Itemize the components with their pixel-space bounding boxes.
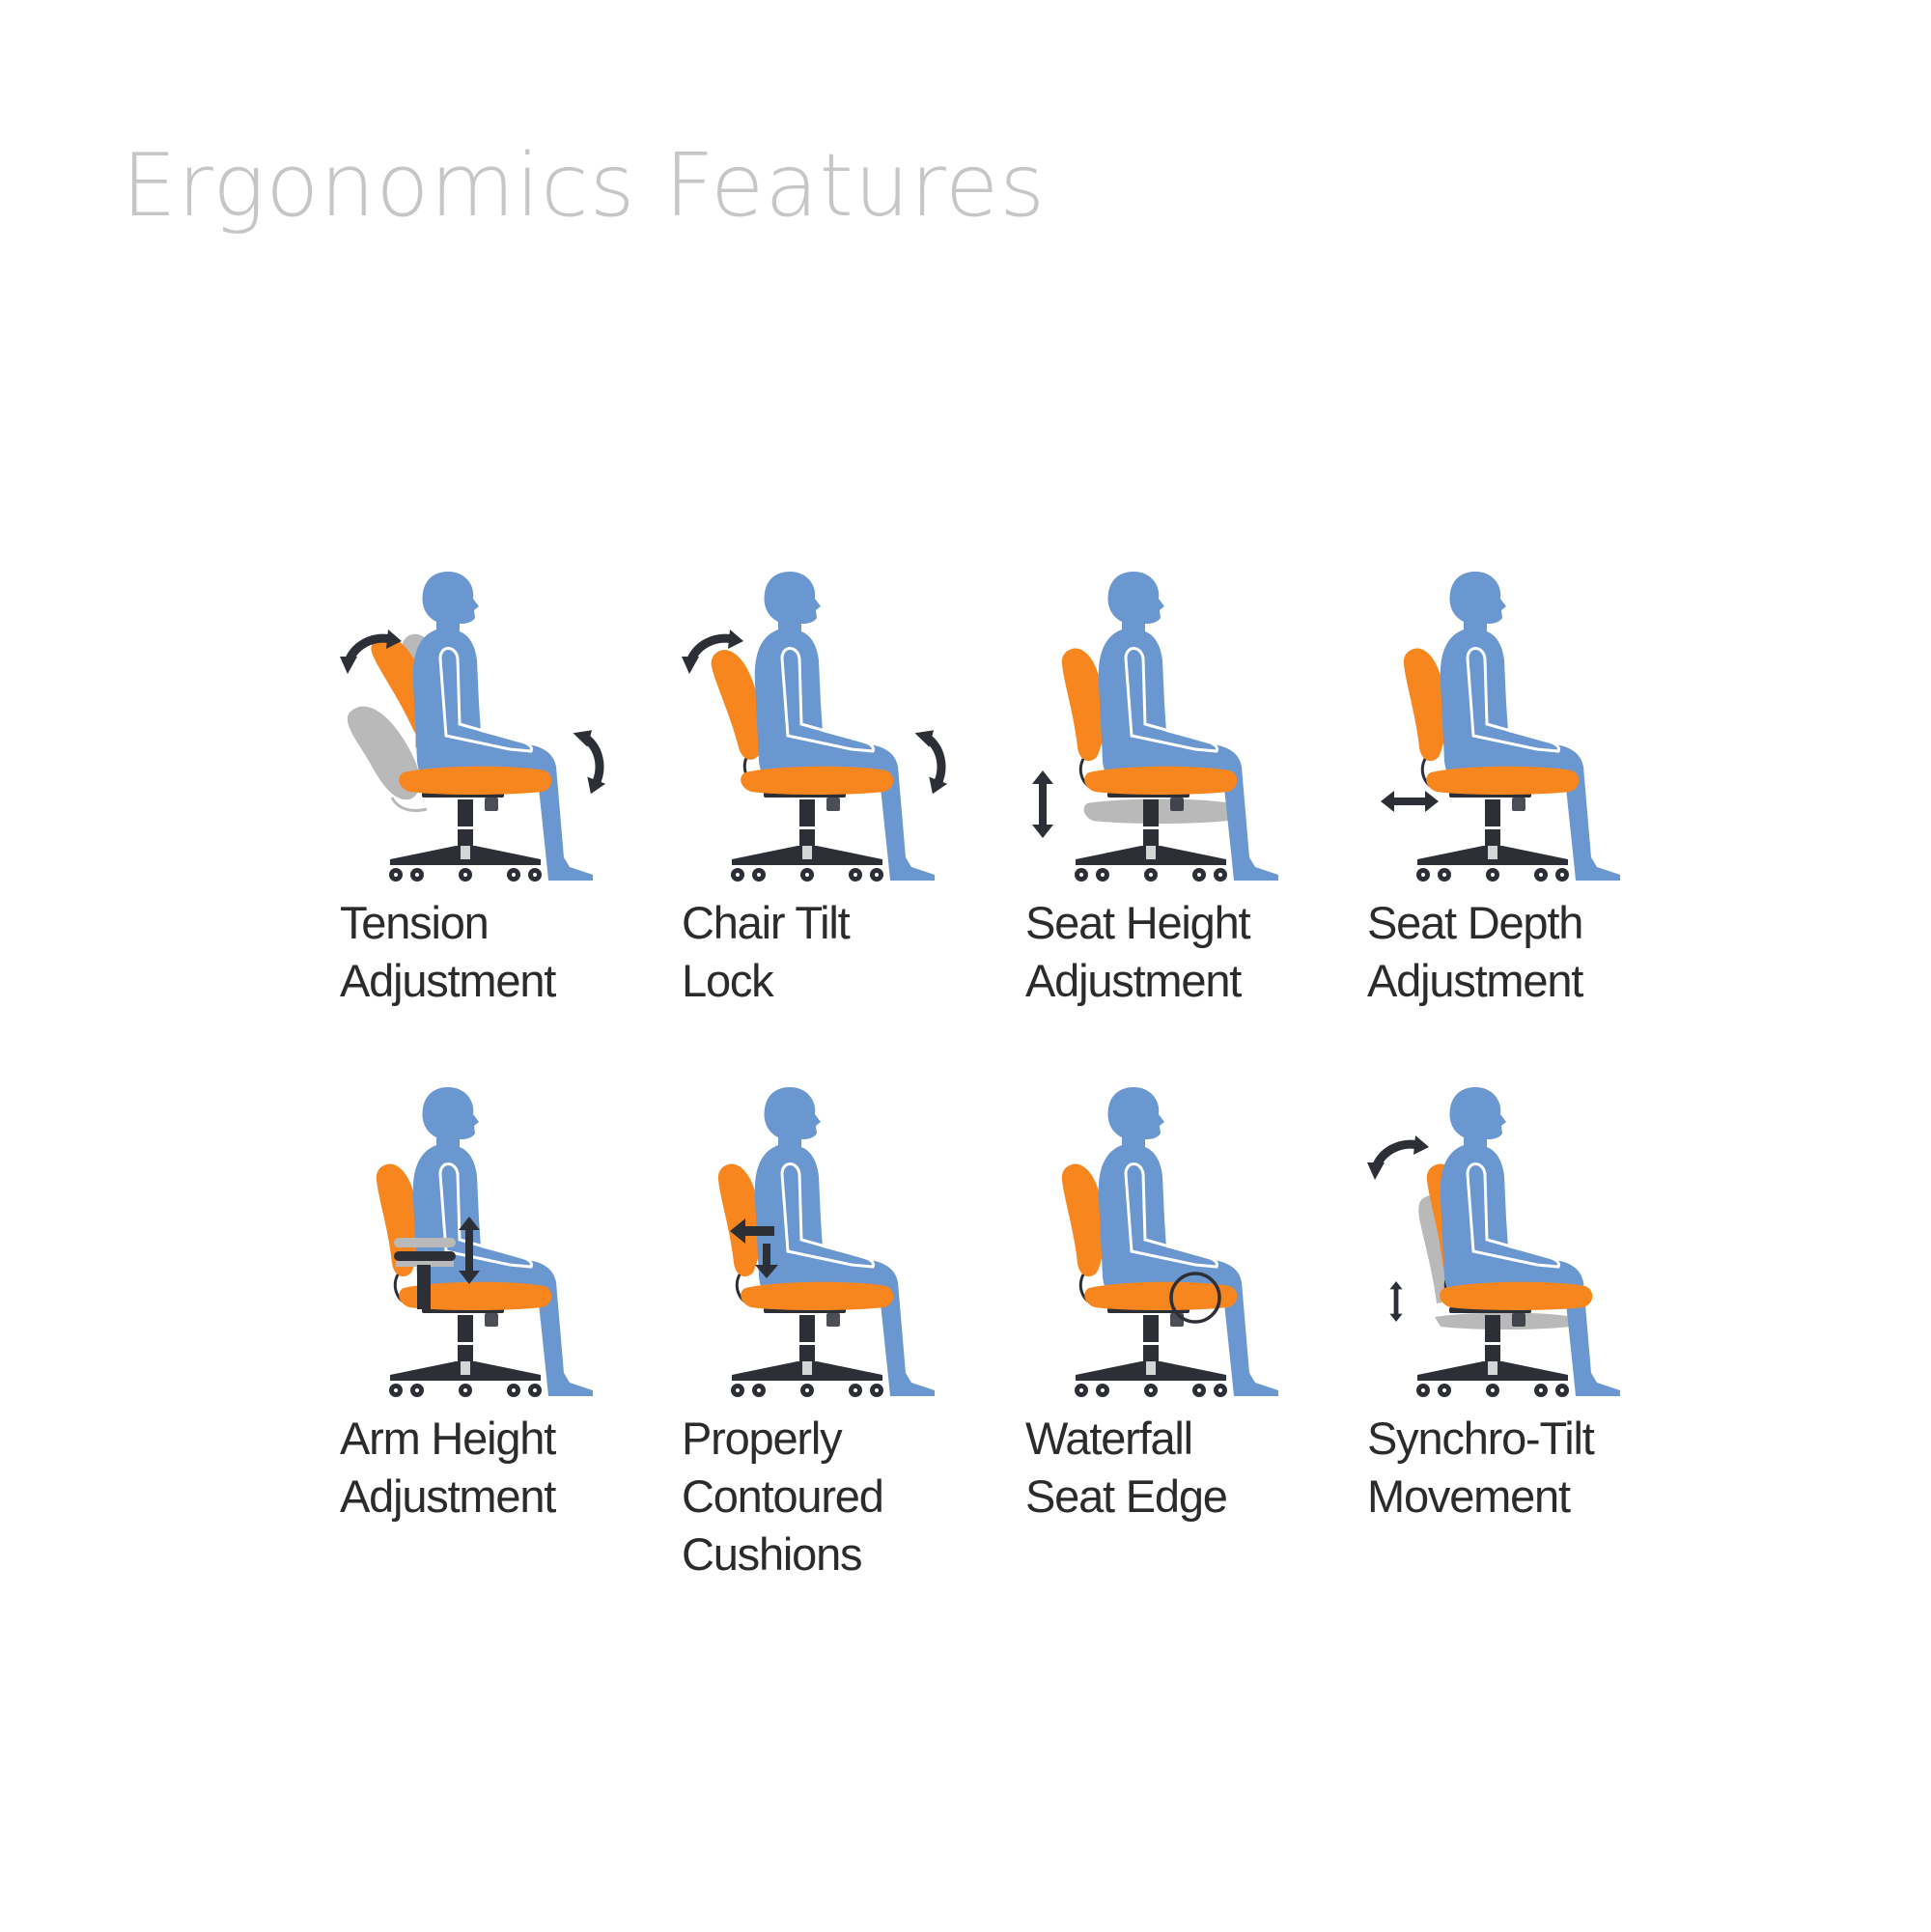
highlight-circle-icon: [1169, 1272, 1221, 1324]
seat-height-adjustment-icon: [1032, 570, 1280, 882]
properly-contoured-cushions-icon: [716, 1085, 937, 1398]
page-title: Ergonomics Features: [122, 135, 1047, 237]
chair-tilt-lock-icon: [682, 570, 991, 882]
arm-height-adjustment-icon: [375, 1085, 595, 1398]
synchro-tilt-movement-icon: [1367, 1085, 1622, 1398]
seat-depth-adjustment-icon: [1381, 570, 1622, 882]
tension-adjustment-icon: [340, 570, 649, 882]
waterfall-seat-edge-icon: [1060, 1085, 1280, 1398]
